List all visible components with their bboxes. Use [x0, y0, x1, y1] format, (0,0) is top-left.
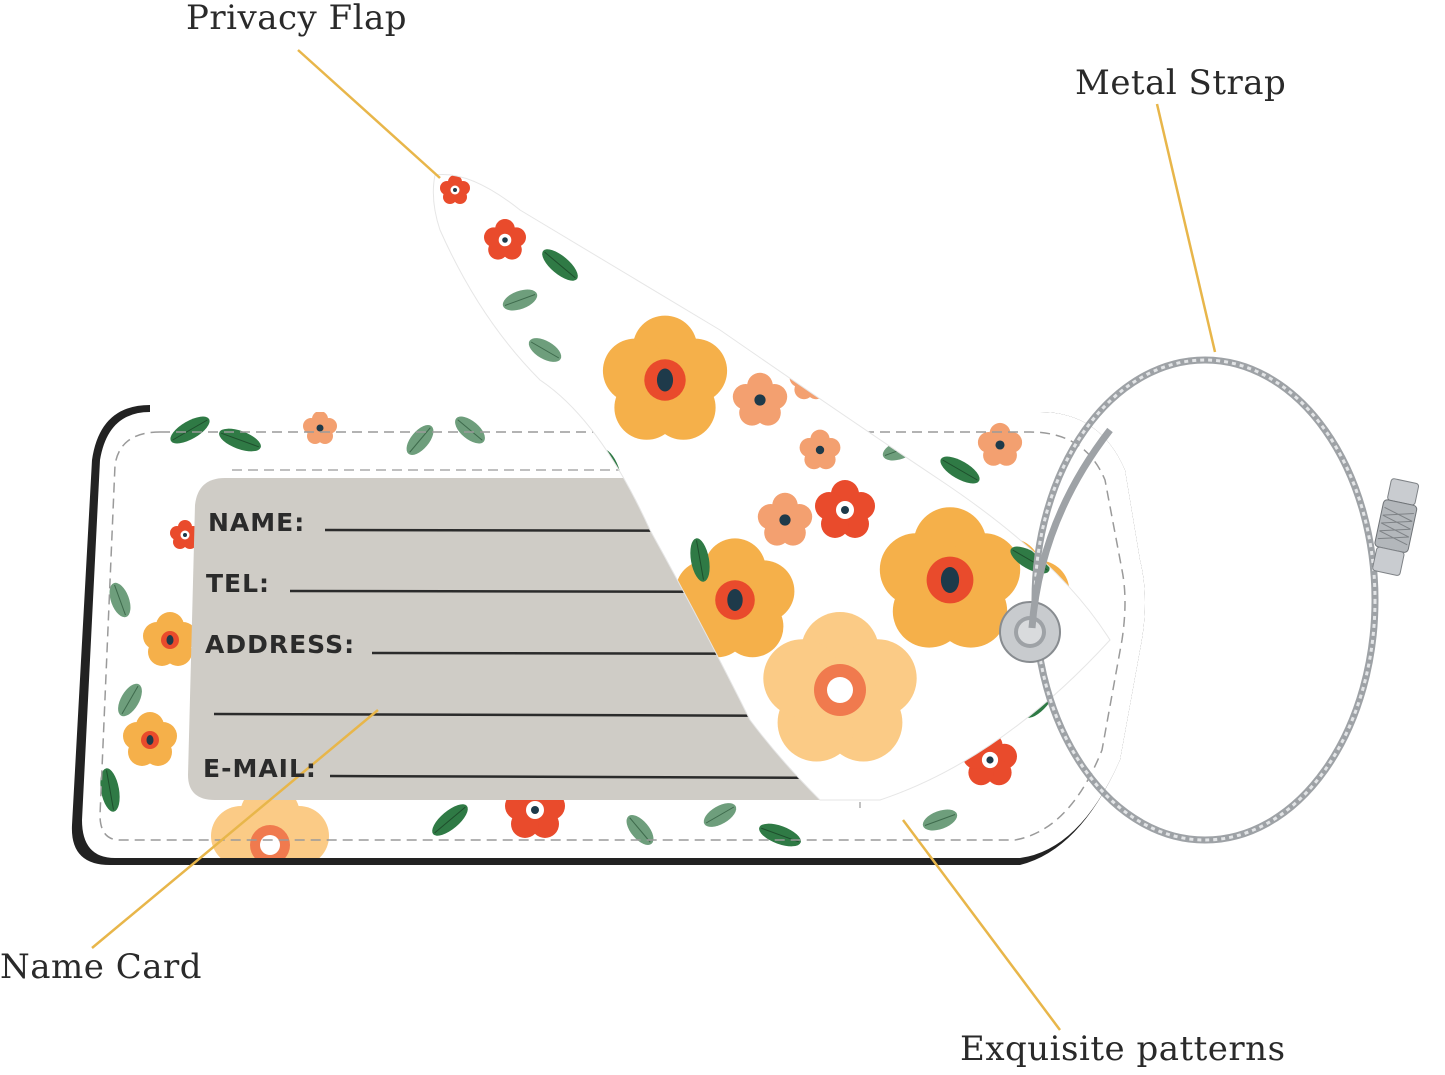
- grommet: [999, 601, 1061, 663]
- field-label-email: E-MAIL:: [203, 754, 317, 783]
- leader-name-card: [91, 709, 379, 949]
- field-label-address: ADDRESS:: [205, 630, 356, 659]
- callout-name-card: Name Card: [0, 947, 202, 987]
- callout-metal-strap: Metal Strap: [1075, 63, 1287, 103]
- metal-strap: [999, 356, 1420, 844]
- field-label-tel: TEL:: [206, 569, 271, 598]
- callout-exquisite-patterns: Exquisite patterns: [960, 1029, 1286, 1069]
- field-label-name: NAME:: [208, 508, 306, 537]
- leader-privacy-flap: [297, 49, 441, 179]
- privacy-flap: [432, 173, 1111, 801]
- leader-exquisite-patterns: [901, 819, 1062, 1031]
- leader-metal-strap: [1155, 103, 1217, 353]
- screw-lock: [1372, 478, 1420, 576]
- leader-lines: [91, 49, 1217, 1031]
- callout-privacy-flap: Privacy Flap: [186, 0, 408, 38]
